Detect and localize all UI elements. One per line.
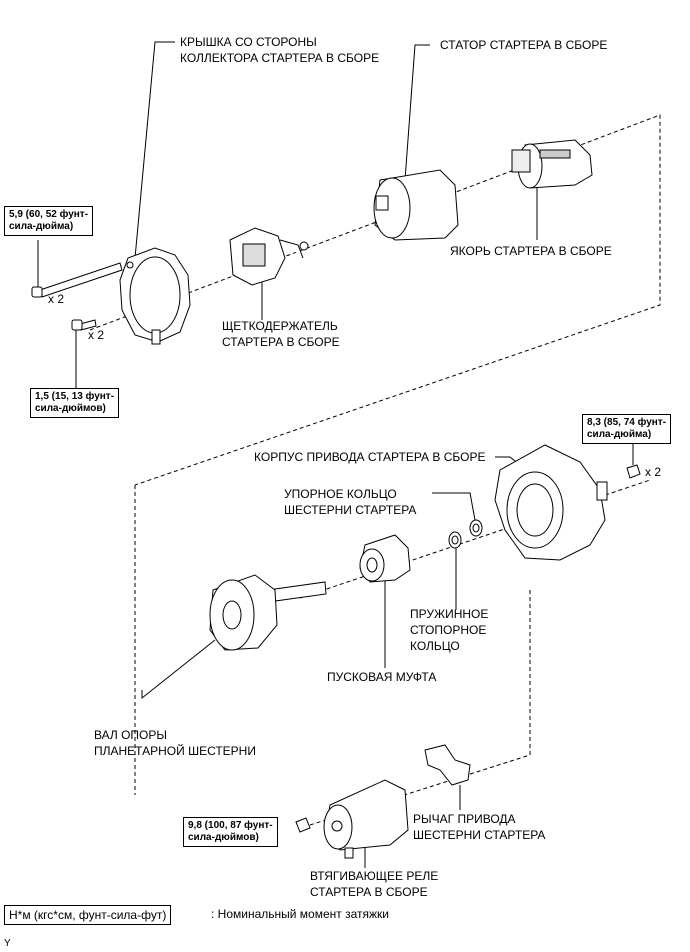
leader-planet-shaft bbox=[141, 639, 216, 700]
label-commutator-cover: КРЫШКА СО СТОРОНЫ КОЛЛЕКТОРА СТАРТЕРА В … bbox=[180, 35, 380, 65]
solenoid-nut bbox=[295, 817, 311, 833]
screw bbox=[71, 319, 97, 331]
drive-lever bbox=[424, 744, 471, 786]
label-drive-housing: КОРПУС ПРИВОДА СТАРТЕРА В СБОРЕ bbox=[254, 450, 486, 464]
label-spring-ring: ПРУЖИННОЕ СТОПОРНОЕ КОЛЬЦО bbox=[410, 607, 489, 653]
qty-through-bolt: x 2 bbox=[48, 292, 65, 306]
legend-text: : Номинальный момент затяжки bbox=[211, 907, 389, 921]
commutator-end-cover bbox=[119, 247, 191, 345]
label-solenoid: ВТЯГИВАЮЩЕЕ РЕЛЕ СТАРТЕРА В СБОРЕ bbox=[310, 869, 439, 899]
leader-commutator-cover bbox=[134, 41, 175, 259]
torque-box-solenoid-nut: 9,8 (100, 87 фунт- сила-дюймов) bbox=[183, 817, 278, 847]
label-brush-holder: ЩЕТКОДЕРЖАТЕЛЬ СТАРТЕРА В СБОРЕ bbox=[222, 319, 340, 349]
brush-holder bbox=[229, 227, 309, 286]
label-drive-lever: РЫЧАГ ПРИВОДА ШЕСТЕРНИ СТАРТЕРА bbox=[413, 812, 546, 842]
planetary-shaft bbox=[209, 574, 327, 651]
thrust-ring bbox=[469, 519, 483, 537]
leader-thrust-ring bbox=[432, 492, 476, 521]
stator bbox=[373, 169, 459, 241]
drive-housing bbox=[494, 444, 608, 561]
through-bolt bbox=[31, 262, 123, 298]
torque-box-screw: 1,5 (15, 13 фунт- сила-дюймов) bbox=[30, 388, 120, 418]
corner-mark: Y bbox=[4, 938, 11, 949]
spring-ring bbox=[448, 531, 462, 549]
armature bbox=[511, 139, 593, 189]
label-thrust-ring: УПОРНОЕ КОЛЬЦО ШЕСТЕРНИ СТАРТЕРА bbox=[284, 487, 417, 517]
label-planetary-shaft: ВАЛ ОПОРЫ ПЛАНЕТАРНОЙ ШЕСТЕРНИ bbox=[94, 728, 256, 758]
torque-box-housing-nut: 8,3 (85, 74 фунт- сила-дюйма) bbox=[582, 414, 672, 444]
qty-screw: x 2 bbox=[88, 328, 105, 342]
torque-box-through-bolt: 5,9 (60, 52 фунт- сила-дюйма) bbox=[4, 206, 94, 236]
label-armature: ЯКОРЬ СТАРТЕРА В СБОРЕ bbox=[450, 244, 612, 258]
solenoid bbox=[323, 779, 409, 859]
legend-unit-box: Н*м (кгс*см, фунт-сила-фут) bbox=[4, 905, 172, 925]
starter-clutch bbox=[359, 534, 411, 583]
label-stator: СТАТОР СТАРТЕРА В СБОРЕ bbox=[440, 38, 608, 52]
housing-nut bbox=[626, 464, 641, 479]
assembly-axis-center bbox=[299, 479, 651, 599]
qty-housing-nut: x 2 bbox=[645, 465, 662, 479]
leader-stator bbox=[404, 44, 430, 181]
label-clutch: ПУСКОВАЯ МУФТА bbox=[327, 670, 437, 684]
